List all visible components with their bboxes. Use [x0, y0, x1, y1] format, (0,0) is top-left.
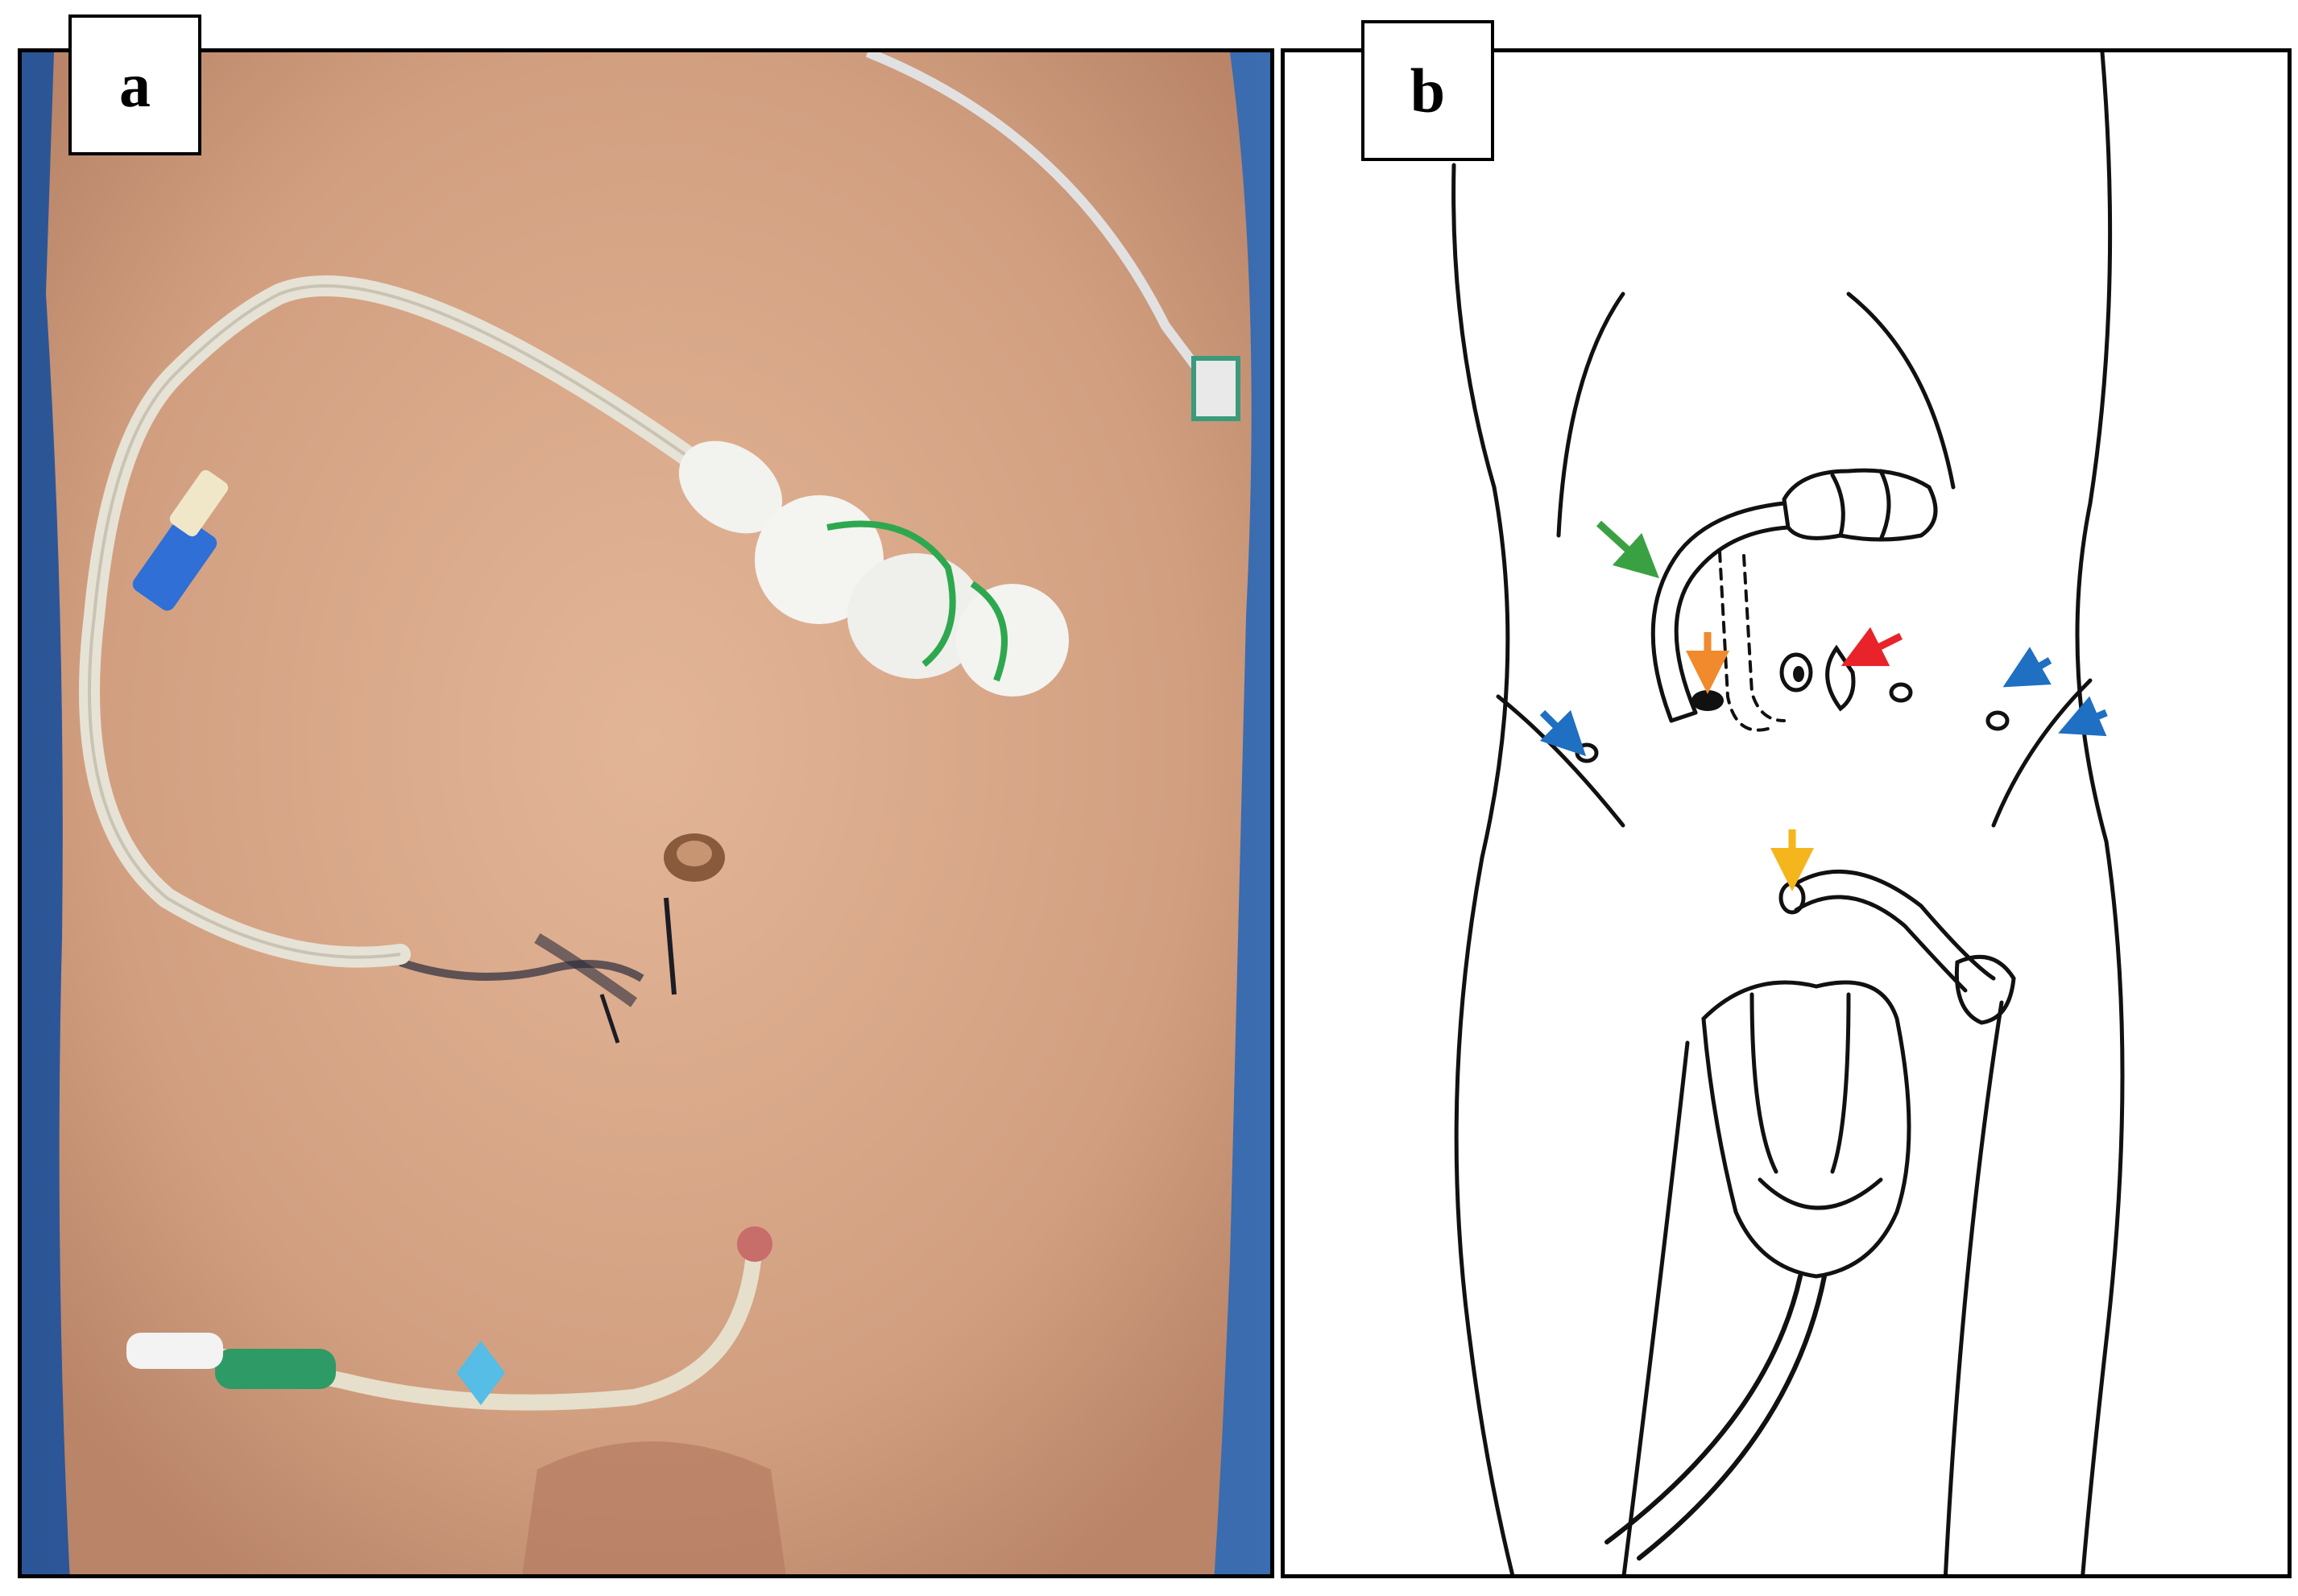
- schematic-panel: [1281, 48, 2292, 1578]
- panel-label-a: a: [68, 14, 201, 155]
- panel-label-b: b: [1361, 20, 1494, 161]
- torso: [46, 52, 1252, 1574]
- abdomen-photo: [22, 52, 1270, 1574]
- gauze-bundle: [678, 440, 1069, 697]
- schematic-drawing: [1451, 52, 2125, 1574]
- photo-panel: [18, 48, 1274, 1578]
